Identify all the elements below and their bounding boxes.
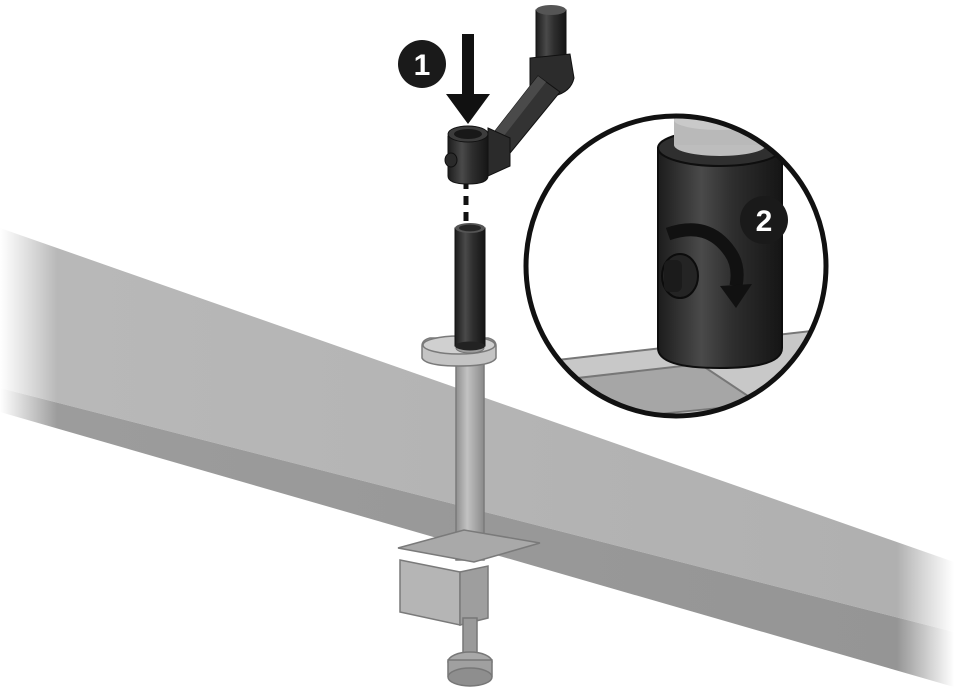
step-1-badge: 1 [398, 40, 446, 88]
monitor-arm [444, 5, 575, 185]
step-1-number: 1 [414, 49, 431, 82]
desk-clamp [397, 349, 541, 687]
step-2-number: 2 [756, 205, 773, 238]
clamp-top-plate [397, 529, 541, 563]
thumbscrew-icon [447, 651, 493, 687]
rotate-clockwise-arrow-icon [665, 223, 752, 308]
lower-pole [455, 349, 485, 561]
clamp-body [399, 559, 461, 626]
down-arrow-icon [446, 34, 490, 124]
mounting-post [454, 223, 486, 351]
step-2-badge: 2 [740, 196, 788, 244]
zoom-detail [523, 113, 829, 419]
